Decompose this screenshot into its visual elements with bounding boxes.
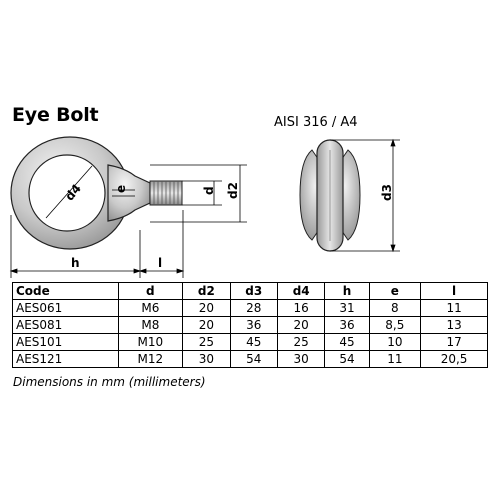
cell-d3: 28 (229, 299, 278, 317)
d-label: d (202, 186, 216, 195)
header-d4: d4 (276, 282, 326, 300)
e-dimension (112, 189, 135, 197)
h-label: h (71, 256, 80, 270)
table-row: AES101 M10 25 45 25 45 10 17 (12, 333, 488, 351)
d3-label: d3 (380, 184, 394, 201)
cell-d: M10 (117, 333, 184, 351)
cell-d2: 30 (182, 350, 231, 368)
cell-code: AES101 (12, 333, 119, 351)
cell-d4: 16 (276, 299, 326, 317)
cell-e: 8 (368, 299, 422, 317)
cell-e: 8,5 (368, 316, 422, 334)
units-note: Dimensions in mm (millimeters) (13, 375, 206, 389)
cell-e: 10 (368, 333, 422, 351)
cell-d4: 25 (276, 333, 326, 351)
technical-drawing: d4 e d d2 h l (9, 136, 400, 278)
cell-code: AES121 (12, 350, 119, 368)
cell-l: 20,5 (420, 350, 488, 368)
cell-d3: 36 (229, 316, 278, 334)
cell-d2: 25 (182, 333, 231, 351)
d4-dimension (45, 165, 93, 219)
cell-d: M12 (117, 350, 184, 368)
cell-l: 17 (420, 333, 488, 351)
material-spec: AISI 316 / A4 (274, 115, 358, 130)
header-l: l (420, 282, 488, 300)
cell-h: 36 (324, 316, 370, 334)
table-header-row: Code d d2 d3 d4 h e l (12, 282, 488, 300)
table-row: AES081 M8 20 36 20 36 8,5 13 (12, 316, 488, 334)
cell-d4: 30 (276, 350, 326, 368)
header-e: e (368, 282, 422, 300)
table-row: AES061 M6 20 28 16 31 8 11 (12, 299, 488, 317)
cell-d2: 20 (182, 316, 231, 334)
page-title: Eye Bolt (12, 104, 99, 126)
h-l-dimensions (9, 210, 185, 278)
header-d3: d3 (229, 282, 278, 300)
d-d2-dimensions (150, 164, 247, 223)
cell-e: 11 (368, 350, 422, 368)
cell-h: 54 (324, 350, 370, 368)
cell-d: M8 (117, 316, 184, 334)
header-h: h (324, 282, 370, 300)
eye-ring-side-view (299, 139, 361, 252)
cell-code: AES081 (12, 316, 119, 334)
cell-l: 13 (420, 316, 488, 334)
d2-label: d2 (226, 182, 240, 199)
cell-d3: 45 (229, 333, 278, 351)
table-row: AES121 M12 30 54 30 54 11 20,5 (12, 350, 488, 368)
header-d: d (117, 282, 184, 300)
l-label: l (158, 256, 162, 270)
header-d2: d2 (182, 282, 231, 300)
cell-d4: 20 (276, 316, 326, 334)
cell-d2: 20 (182, 299, 231, 317)
d3-dimension (330, 138, 400, 253)
cell-code: AES061 (12, 299, 119, 317)
e-label: e (114, 185, 128, 193)
eye-ring-front-view (10, 136, 183, 250)
cell-l: 11 (420, 299, 488, 317)
cell-h: 45 (324, 333, 370, 351)
cell-h: 31 (324, 299, 370, 317)
header-code: Code (12, 282, 119, 300)
cell-d: M6 (117, 299, 184, 317)
specification-table: Code d d2 d3 d4 h e l AES061 M6 20 28 16… (12, 282, 488, 368)
cell-d3: 54 (229, 350, 278, 368)
